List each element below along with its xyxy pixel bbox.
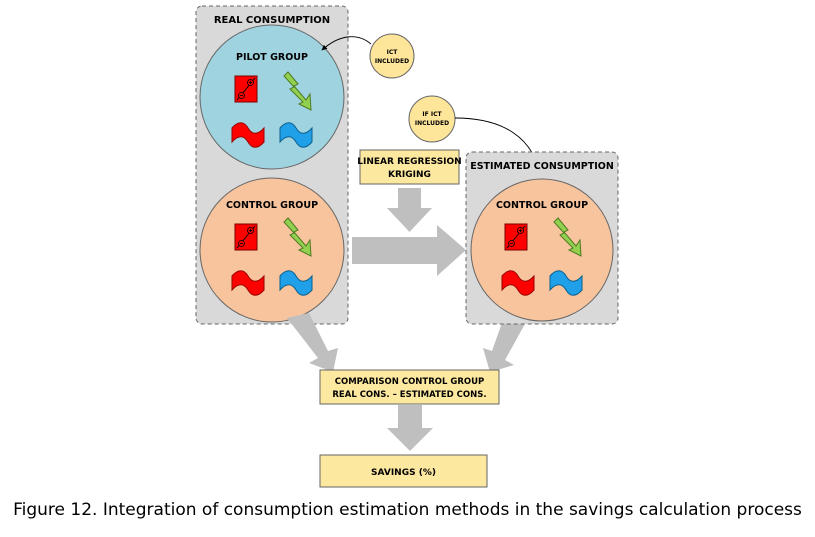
down-arrow-savings: [387, 405, 433, 451]
if-ict-note-line2: INCLUDED: [415, 120, 449, 127]
electric-meter-icon: [504, 223, 528, 251]
control-group-real: CONTROL GROUP: [199, 177, 345, 323]
method-box: LINEAR REGRESSION KRIGING: [357, 149, 462, 185]
down-arrow-method: [387, 188, 432, 232]
if-ict-note-line1: IF ICT: [422, 111, 442, 118]
comparison-box: COMPARISON CONTROL GROUP REAL CONS. – ES…: [319, 369, 500, 405]
savings-label: SAVINGS (%): [371, 468, 436, 478]
method-line1: LINEAR REGRESSION: [357, 157, 461, 167]
control-group-estimated: CONTROL GROUP: [470, 178, 614, 322]
diagonal-arrow-left: [287, 313, 338, 372]
flow-arrows: [287, 188, 526, 451]
control-group-estimated-label: CONTROL GROUP: [496, 200, 588, 211]
comparison-line1: COMPARISON CONTROL GROUP: [335, 377, 484, 387]
real-consumption-label: REAL CONSUMPTION: [214, 15, 330, 26]
savings-box: SAVINGS (%): [319, 454, 488, 488]
pilot-group: PILOT GROUP: [199, 24, 345, 170]
ict-note-line2: INCLUDED: [375, 58, 409, 65]
electric-meter-icon: [234, 75, 258, 103]
ict-note-line1: ICT: [387, 49, 399, 56]
diagonal-arrow-right: [483, 317, 526, 372]
pilot-group-label: PILOT GROUP: [236, 52, 308, 63]
figure-caption: Figure 12. Integration of consumption es…: [13, 500, 802, 520]
estimated-consumption-label: ESTIMATED CONSUMPTION: [470, 161, 614, 172]
if-ict-included-note: IF ICT INCLUDED: [408, 95, 544, 183]
right-arrow-estimation: [352, 225, 466, 276]
comparison-line2: REAL CONS. – ESTIMATED CONS.: [332, 390, 486, 400]
electric-meter-icon: [234, 223, 258, 251]
ict-included-note: ICT INCLUDED: [321, 33, 415, 79]
control-group-real-label: CONTROL GROUP: [226, 200, 318, 211]
method-line2: KRIGING: [388, 170, 431, 180]
